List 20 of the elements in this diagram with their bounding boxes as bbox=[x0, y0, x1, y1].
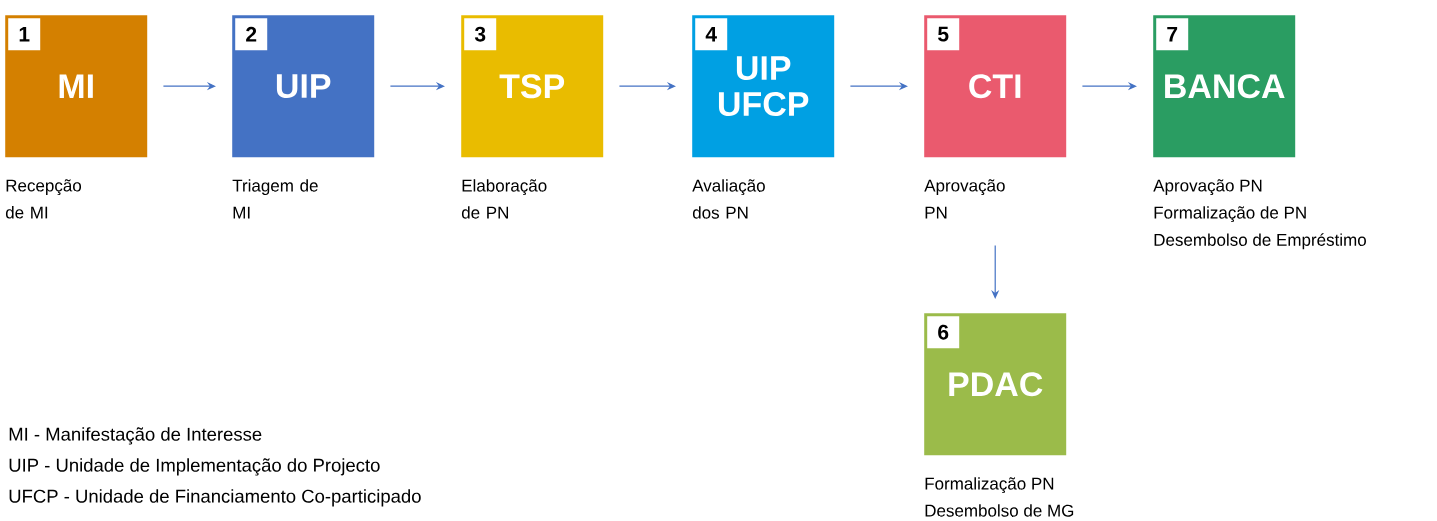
step-number: 4 bbox=[695, 18, 728, 51]
step-caption: Avaliação dos PN bbox=[692, 179, 765, 219]
step-caption: Aprovação PN bbox=[1153, 179, 1262, 195]
step-caption: Formalização PN bbox=[925, 477, 1054, 494]
step-caption: Elaboração de PN bbox=[461, 179, 547, 219]
step-number: 7 bbox=[1156, 18, 1189, 51]
step-number: 2 bbox=[235, 18, 268, 51]
abbreviation-note: UFCP - Unidade de Financiamento Co-participado bbox=[9, 489, 421, 507]
abbreviation-note: MI - Manifestação de Interesse bbox=[9, 427, 262, 445]
step-caption: Desembolso de MG bbox=[925, 504, 1074, 517]
abbreviation-note: UIP - Unidade de Implementação do Projecto bbox=[9, 458, 380, 476]
step-caption: Aprovação PN bbox=[924, 179, 1005, 219]
step-number: 3 bbox=[464, 18, 497, 51]
step-number: 6 bbox=[927, 316, 960, 349]
step-number: 1 bbox=[8, 18, 41, 51]
step-number: 5 bbox=[927, 18, 960, 51]
step-caption: Formalização de PN bbox=[1154, 206, 1306, 223]
step-caption: Desembolso de Empréstimo bbox=[1154, 233, 1366, 250]
step-caption: Triagem de MI bbox=[232, 179, 318, 219]
step-caption: Recepção de MI bbox=[5, 179, 82, 219]
